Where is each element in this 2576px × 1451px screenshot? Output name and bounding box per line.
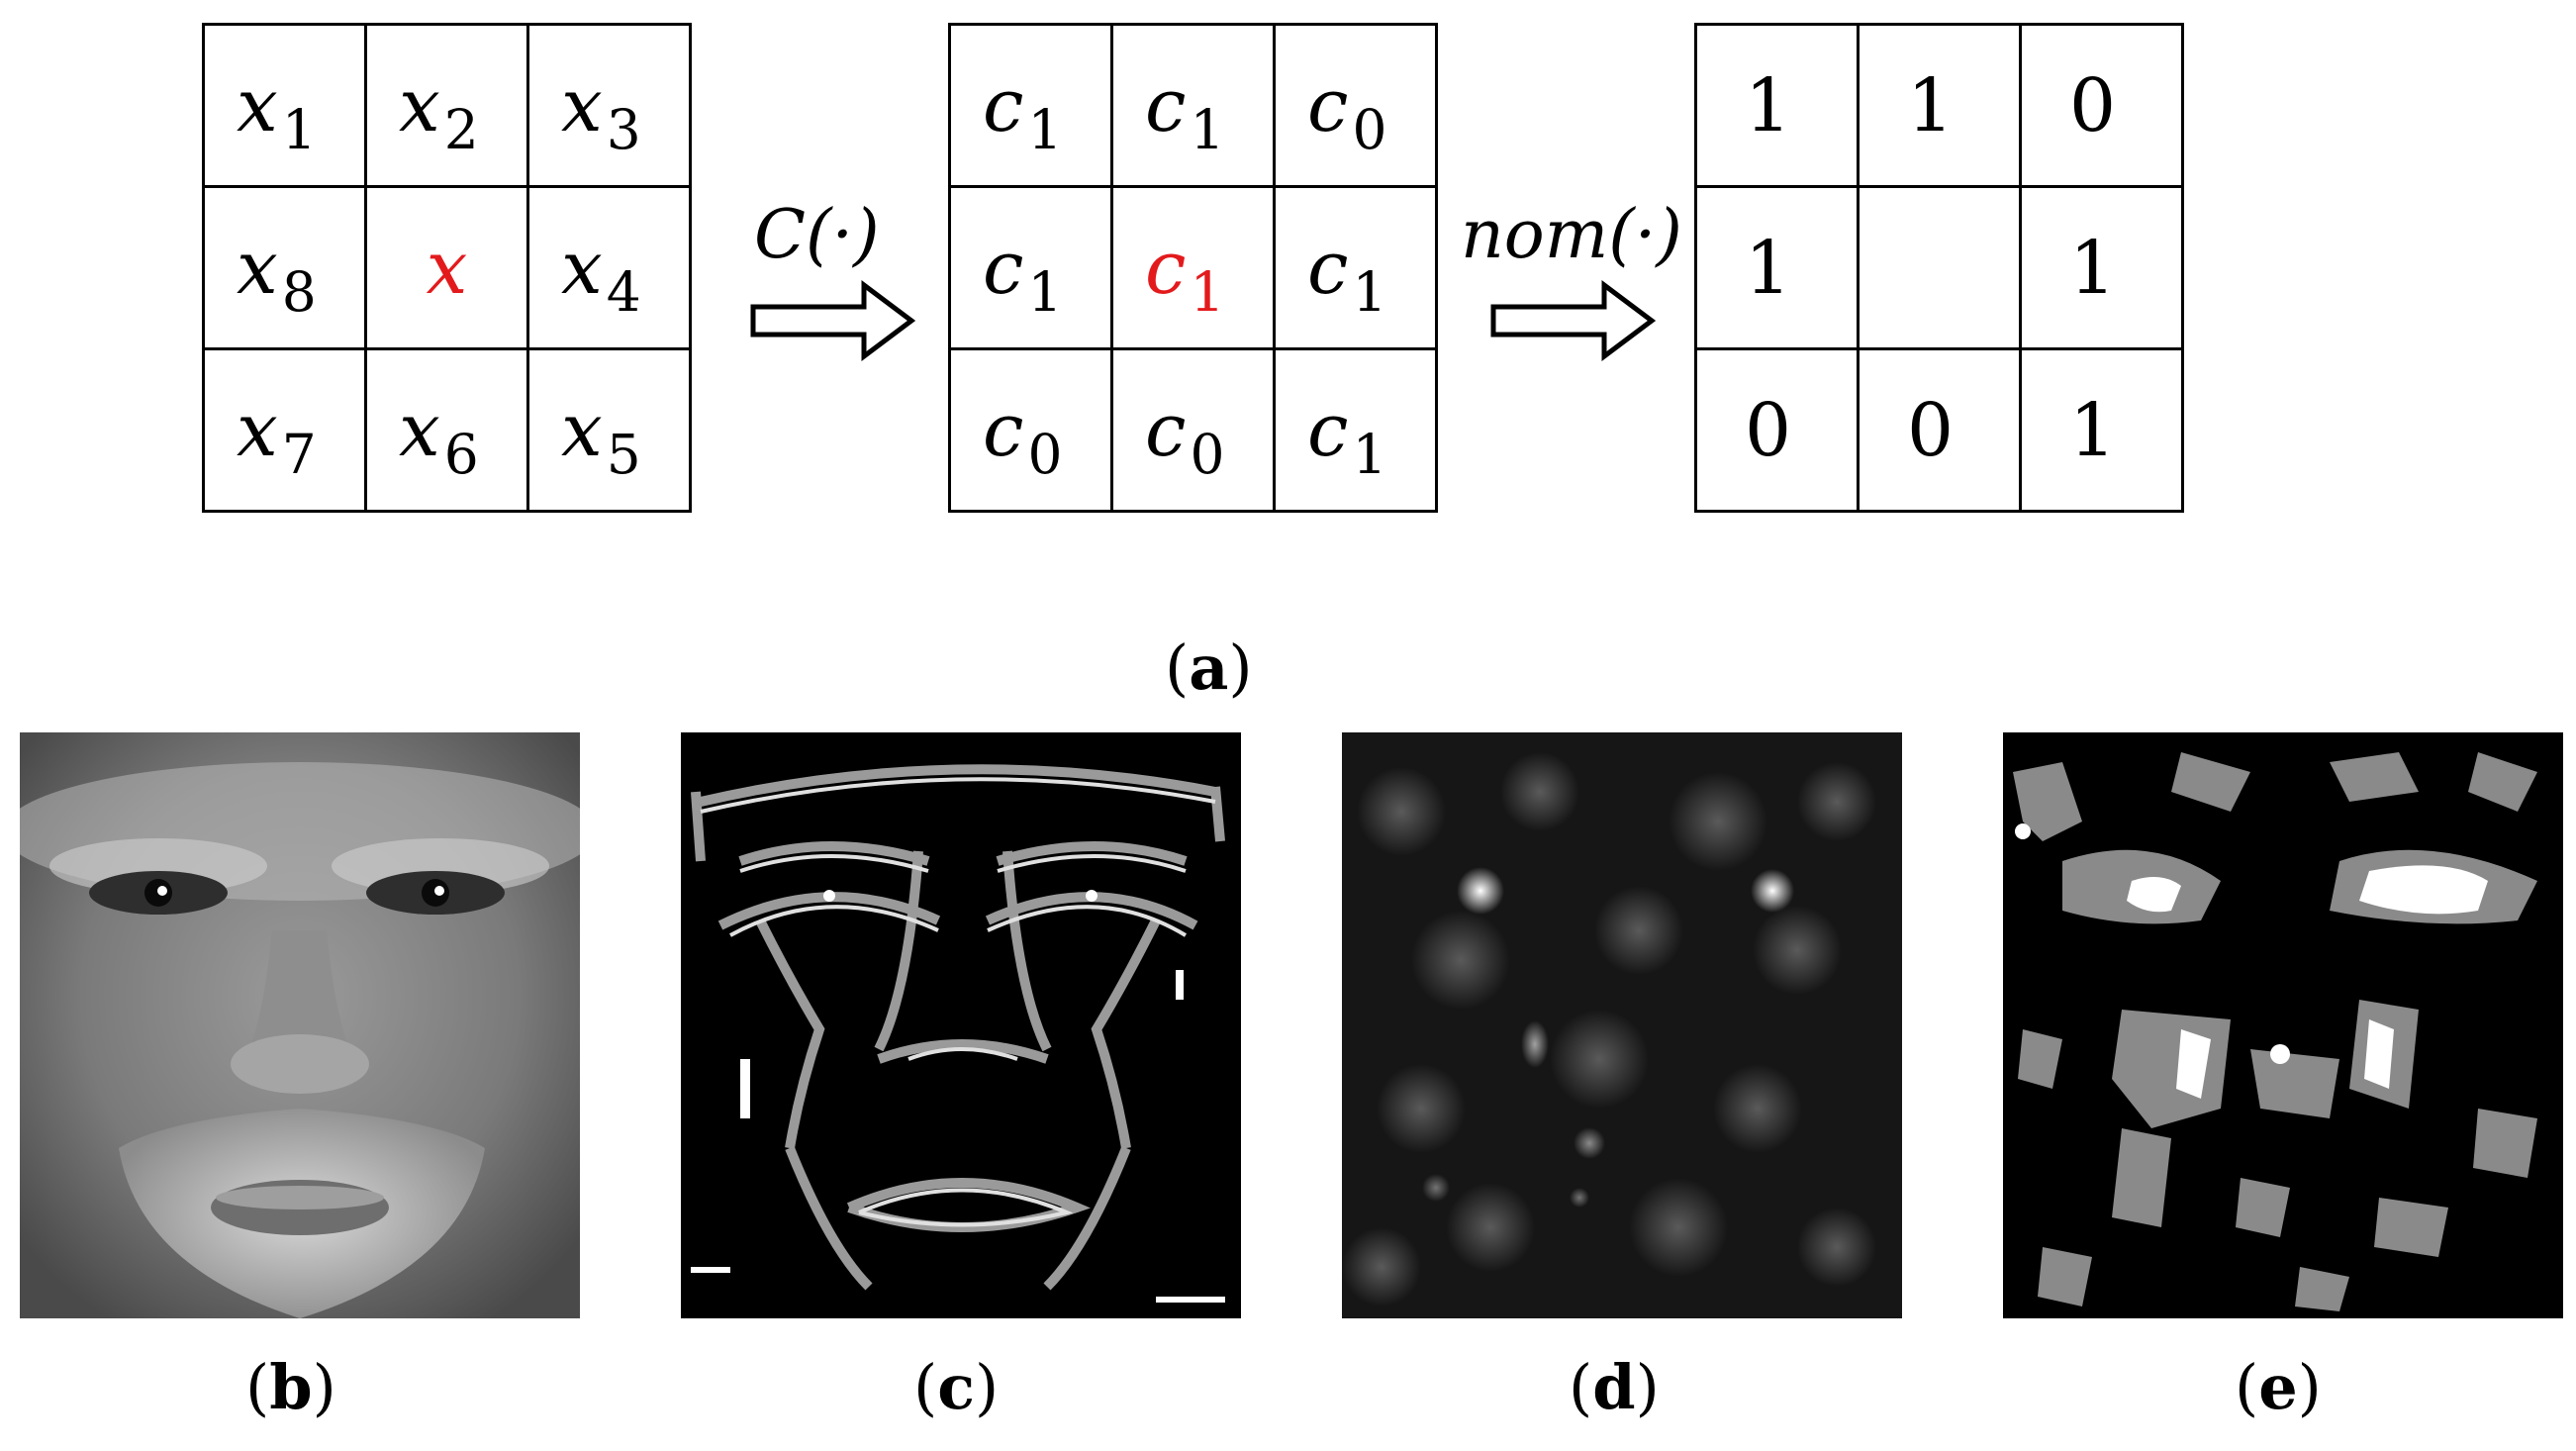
caption-d: (d) [1569, 1351, 1660, 1423]
coded-cell: c0 [1110, 347, 1276, 513]
quantized-pattern-image [2003, 732, 2563, 1318]
input-cell: x7 [202, 347, 367, 513]
caption-e: (e) [2235, 1351, 2322, 1423]
subscript: 1 [1027, 259, 1063, 324]
coded-cell: c1 [1110, 23, 1276, 188]
coded-cell: c1 [948, 185, 1113, 350]
input-cell: x [364, 185, 529, 350]
subscript: 7 [281, 422, 317, 486]
subscript: 8 [281, 259, 317, 324]
variable-symbol: x [237, 225, 278, 311]
arrow-right-icon [750, 280, 916, 361]
variable-symbol: c [983, 225, 1024, 311]
subscript: 0 [1352, 97, 1387, 161]
variable-symbol: c [1307, 387, 1349, 473]
variable-symbol: x [237, 62, 278, 148]
variable-symbol: x [561, 225, 603, 311]
coded-cell: c1 [948, 23, 1113, 188]
coded-cell: c0 [1273, 23, 1438, 188]
coded-cell: c1 [1273, 185, 1438, 350]
subscript: 5 [606, 422, 641, 486]
filter-response-image [1342, 732, 1902, 1318]
subscript: 6 [443, 422, 479, 486]
input-cell: x1 [202, 23, 367, 188]
variable-symbol: c [983, 62, 1024, 148]
subscript: 1 [1352, 259, 1387, 324]
variable-symbol: c [1145, 387, 1187, 473]
binary-cell: 0 [2019, 23, 2184, 188]
binary-cell: 1 [2019, 347, 2184, 513]
subscript: 1 [1190, 259, 1225, 324]
variable-symbol: x [426, 225, 468, 311]
variable-symbol: c [1145, 62, 1187, 148]
binary-cell: 1 [1694, 23, 1860, 188]
coded-cell: c1 [1273, 347, 1438, 513]
variable-symbol: c [983, 387, 1024, 473]
subscript: 0 [1027, 422, 1063, 486]
caption-c: (c) [913, 1351, 1000, 1423]
subscript: 1 [1027, 97, 1063, 161]
binary-cell: 1 [2019, 185, 2184, 350]
subscript: 4 [606, 259, 641, 324]
binary-cell: 0 [1694, 347, 1860, 513]
coded-cell: c0 [948, 347, 1113, 513]
input-cell: x3 [526, 23, 692, 188]
subscript: 1 [281, 97, 317, 161]
variable-symbol: x [399, 387, 440, 473]
arrow-right-icon [1490, 280, 1657, 361]
binary-cell [1857, 185, 2022, 350]
subscript: 1 [1190, 97, 1225, 161]
input-cell: x4 [526, 185, 692, 350]
caption-a: (a) [1165, 631, 1253, 704]
input-cell: x8 [202, 185, 367, 350]
coded-edge-image [681, 732, 1241, 1318]
subscript: 2 [443, 97, 479, 161]
variable-symbol: x [561, 387, 603, 473]
subscript: 1 [1352, 422, 1387, 486]
variable-symbol: c [1307, 62, 1349, 148]
coded-cell: c1 [1110, 185, 1276, 350]
input-cell: x5 [526, 347, 692, 513]
subscript: 3 [606, 97, 641, 161]
operator-c-label: C(·) [754, 196, 880, 274]
variable-symbol: c [1307, 225, 1349, 311]
operator-nom-label: nom(·) [1461, 196, 1682, 274]
input-cell: x6 [364, 347, 529, 513]
variable-symbol: x [237, 387, 278, 473]
binary-cell: 1 [1694, 185, 1860, 350]
variable-symbol: x [561, 62, 603, 148]
binary-cell: 1 [1857, 23, 2022, 188]
input-cell: x2 [364, 23, 529, 188]
caption-b: (b) [245, 1351, 336, 1423]
variable-symbol: c [1145, 225, 1187, 311]
subscript: 0 [1190, 422, 1225, 486]
face-image [20, 732, 580, 1318]
variable-symbol: x [399, 62, 440, 148]
binary-cell: 0 [1857, 347, 2022, 513]
